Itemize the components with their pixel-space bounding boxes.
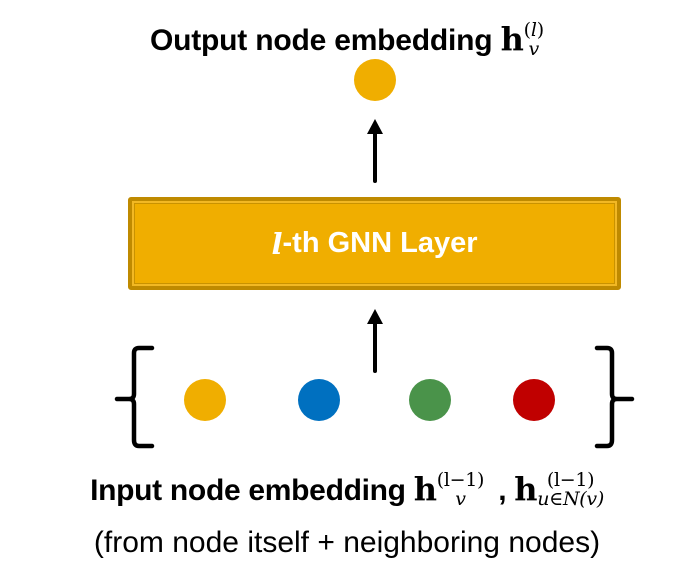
gnn-layer-box: l-th GNN Layer [128,197,621,290]
output-title-text: Output node embedding [150,24,493,57]
arrow-up-icon [367,119,383,183]
input-neighbor-superscript: (l−1) [546,469,595,491]
input-self-subscript: v [455,488,466,510]
layer-label: -th GNN Layer [282,227,478,259]
output-superscript: (l) [523,19,545,41]
input-neighbor-math: h(l−1)u∈N(v) [514,469,604,510]
input-self-math: h(l−1)v [413,469,485,510]
input-node-neighbor-3 [513,379,555,421]
right-brace-icon [594,345,635,449]
output-embedding-title: Output node embedding h(l)v [0,20,694,61]
layer-index-symbol: l [271,226,283,261]
output-subscript: v [528,38,540,60]
input-caption-text: Input node embedding [90,474,406,507]
input-nodes [184,379,555,421]
left-brace-icon [114,345,155,449]
input-neighbor-subscript: u∈N(v) [537,488,604,510]
input-self-superscript: (l−1) [436,469,485,491]
arrow-up-icon [367,309,383,373]
output-node [354,59,396,101]
math-separator: , [498,474,507,507]
input-node-neighbor-1 [298,379,340,421]
input-node-neighbor-2 [409,379,451,421]
input-embedding-caption: Input node embedding h(l−1)v , h(l−1)u∈N… [0,470,694,511]
input-node-self [184,379,226,421]
output-math-symbol: h(l)v [500,19,545,60]
input-embedding-note: (from node itself + neighboring nodes) [93,526,601,559]
